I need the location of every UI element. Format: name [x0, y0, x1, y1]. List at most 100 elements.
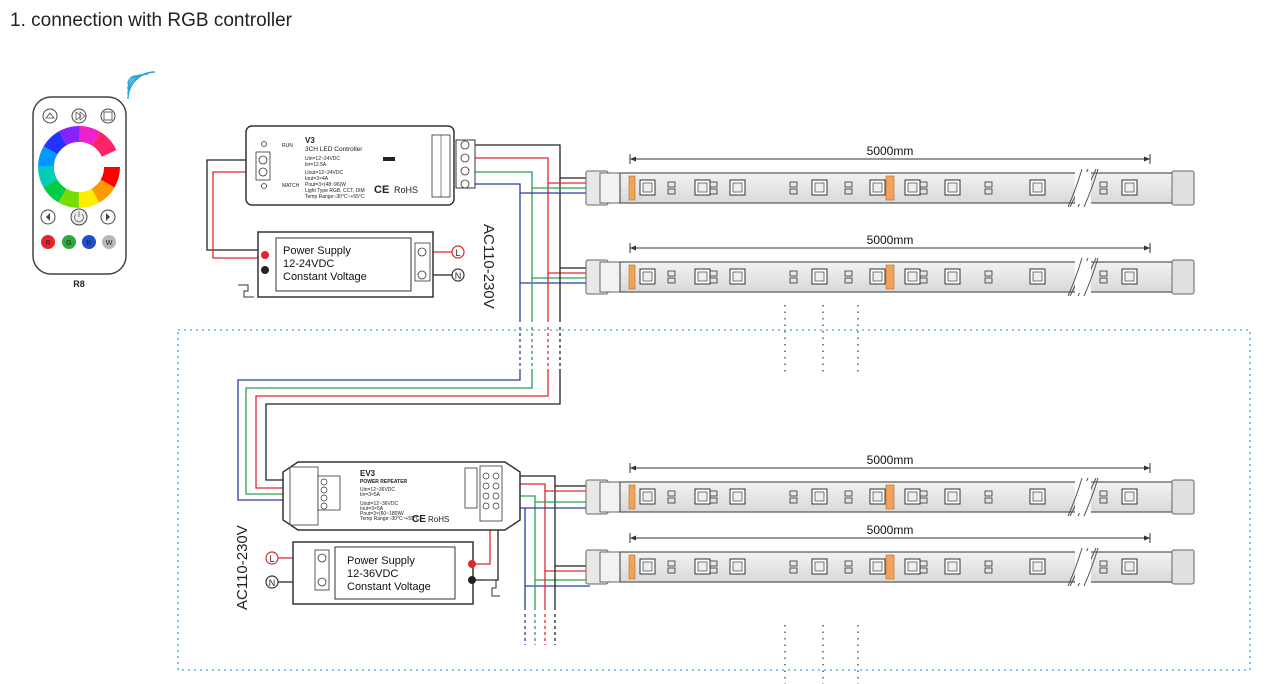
repeater-ce-mark: CE [412, 514, 426, 525]
repeater-ev3: EV3 POWER REPEATER Uin=12~36VDC Iin=3×5A… [282, 461, 521, 531]
svg-text:L: L [269, 554, 274, 564]
ac-voltage-top: AC110-230V [480, 224, 497, 309]
green-button[interactable] [62, 235, 76, 249]
led-strip: 5000mm [585, 144, 1195, 208]
blue-button[interactable] [82, 235, 96, 249]
controller-name: 3CH LED Controller [305, 146, 363, 153]
led-chip [944, 179, 961, 196]
svg-text:Uout=12~36VDC: Uout=12~36VDC [360, 501, 398, 507]
repeater-rohs-mark: RoHS [428, 515, 449, 524]
ce-mark: CE [374, 184, 389, 196]
led-chip [811, 179, 828, 196]
wifi-signal-icon [127, 71, 156, 100]
diagram-title: 1. connection with RGB controller [10, 10, 293, 31]
white-button[interactable] [102, 235, 116, 249]
led-chip [694, 179, 711, 196]
svg-text:R: R [45, 240, 50, 247]
led-chip [729, 179, 746, 196]
svg-text:W: W [106, 240, 113, 247]
neutral-terminal-bottom-icon [265, 575, 279, 589]
extension-section-box [177, 329, 1251, 671]
led-chip [639, 488, 656, 505]
svg-text:Iout=3×4A: Iout=3×4A [305, 176, 329, 182]
led-chip [1029, 268, 1046, 285]
strip-length-label: 5000mm [867, 453, 914, 467]
led-chip [1029, 179, 1046, 196]
psu-top-line-2: 12-24VDC [283, 258, 334, 270]
led-chip [869, 179, 886, 196]
led-chip [639, 179, 656, 196]
led-chip [944, 488, 961, 505]
strip-length-label: 5000mm [867, 523, 914, 537]
svg-text:RUN: RUN [282, 143, 293, 149]
led-chip [1029, 558, 1046, 575]
led-strip: 5000mm [585, 453, 1195, 517]
svg-text:Uout=12~24VDC: Uout=12~24VDC [305, 170, 343, 176]
led-chip [869, 488, 886, 505]
led-chip [904, 558, 921, 575]
svg-text:MATCH: MATCH [282, 183, 300, 189]
led-chip [869, 268, 886, 285]
svg-text:B: B [87, 240, 92, 247]
home-icon[interactable] [42, 108, 58, 124]
led-chip [1121, 488, 1138, 505]
svg-text:Pout=3×(48~96)W: Pout=3×(48~96)W [305, 182, 346, 188]
led-strip: 5000mm [585, 233, 1195, 297]
led-strips: 5000mm 5000mm 5000mm 5000mm [585, 144, 1195, 587]
svg-text:N: N [455, 271, 462, 281]
svg-text:L: L [455, 248, 460, 258]
led-chip [729, 488, 746, 505]
live-terminal-icon [451, 245, 465, 259]
red-button[interactable] [41, 235, 55, 249]
neutral-terminal-icon [451, 268, 465, 282]
led-chip [694, 558, 711, 575]
strip-length-label: 5000mm [867, 144, 914, 158]
led-chip [944, 268, 961, 285]
live-terminal-bottom-icon [265, 551, 279, 565]
svg-text:N: N [269, 578, 276, 588]
svg-text:Uin=12~36VDC: Uin=12~36VDC [360, 487, 395, 493]
ac-voltage-bottom: AC110-230V [234, 525, 251, 610]
led-chip [639, 558, 656, 575]
svg-text:Iin=3×5A: Iin=3×5A [360, 492, 381, 498]
power-supply-bottom: Power Supply 12-36VDC Constant Voltage L… [234, 525, 500, 610]
led-chip [639, 268, 656, 285]
svg-text:Temp Range:-30°C~+55°C: Temp Range:-30°C~+55°C [360, 516, 420, 522]
psu-top-line-1: Power Supply [283, 245, 351, 257]
led-chip [694, 488, 711, 505]
led-chip [869, 558, 886, 575]
svg-text:Pout=3×(60~180)W: Pout=3×(60~180)W [360, 511, 404, 517]
power-supply-top: Power Supply 12-24VDC Constant Voltage L… [238, 224, 497, 309]
repeater-model: EV3 [360, 469, 376, 478]
svg-text:Iout=3×5A: Iout=3×5A [360, 506, 384, 512]
led-chip [729, 268, 746, 285]
color-wheel[interactable] [38, 126, 120, 208]
svg-text:Iin=12.5A: Iin=12.5A [305, 162, 327, 168]
led-chip [944, 558, 961, 575]
led-chip [904, 268, 921, 285]
led-chip [811, 268, 828, 285]
led-chip [811, 558, 828, 575]
led-chip [694, 268, 711, 285]
svg-text:Light Type RGB, CCT, DIM: Light Type RGB, CCT, DIM [305, 188, 365, 194]
wiring [206, 144, 590, 645]
remote-r8: R G B W R8 [32, 71, 156, 289]
save-icon[interactable] [100, 108, 116, 124]
psu-bottom-line-2: 12-36VDC [347, 568, 398, 580]
led-chip [1121, 558, 1138, 575]
play-icon[interactable] [71, 108, 87, 124]
led-chip [904, 488, 921, 505]
color-buttons: R G B W [41, 235, 116, 249]
controller-model: V3 [305, 136, 315, 145]
remote-label: R8 [73, 279, 85, 289]
psu-top-line-3: Constant Voltage [283, 271, 367, 283]
led-chip [1029, 488, 1046, 505]
led-strip: 5000mm [585, 523, 1195, 587]
svg-text:Uin=12~24VDC: Uin=12~24VDC [305, 156, 340, 162]
led-chip [811, 488, 828, 505]
strip-length-label: 5000mm [867, 233, 914, 247]
psu-bottom-line-3: Constant Voltage [347, 581, 431, 593]
rohs-mark: RoHS [394, 185, 418, 195]
psu-bottom-line-1: Power Supply [347, 555, 415, 567]
